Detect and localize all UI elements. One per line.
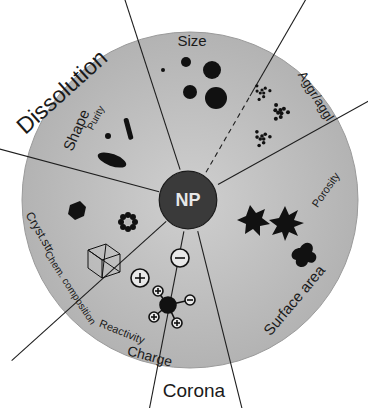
node-text: NP (175, 190, 200, 211)
aggregate-icons (255, 84, 290, 147)
divider-line (12, 221, 167, 360)
sector-label: Size (177, 33, 206, 48)
shape-icons (96, 118, 134, 171)
divider-line (218, 84, 368, 185)
divider-line (0, 138, 159, 192)
crystal-icons (68, 201, 138, 278)
divider-line (116, 0, 180, 170)
size-icons (161, 57, 227, 109)
np-circle: NP (158, 170, 218, 230)
charge-icons (131, 249, 195, 328)
process-label: Corona (163, 381, 225, 400)
surface-icons (237, 205, 316, 267)
